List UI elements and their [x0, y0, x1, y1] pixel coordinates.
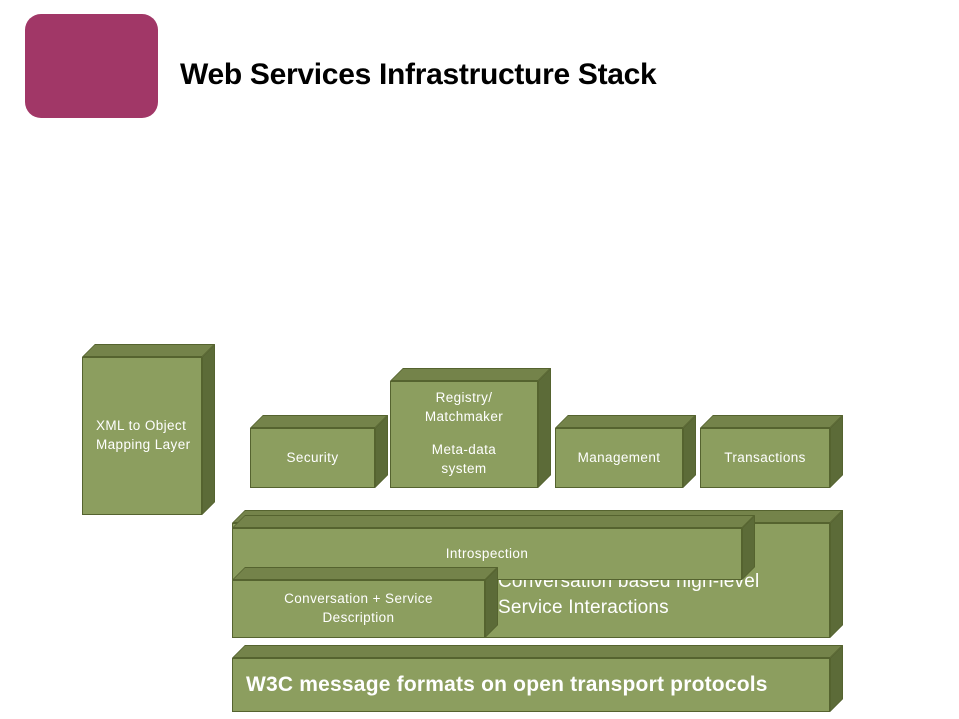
box-front-face: Management [555, 428, 683, 488]
box-front-face: XML to Object Mapping Layer [82, 357, 202, 515]
transport-label: W3C message formats on open transport pr… [246, 673, 768, 697]
box-side-face [375, 415, 388, 488]
conversation-description-label: Conversation + Service Description [284, 591, 433, 625]
box-side-face [683, 415, 696, 488]
box-management: Management [555, 415, 696, 488]
box-top-face [250, 415, 388, 428]
introspection-label: Introspection [445, 545, 529, 561]
metadata-system-label: Meta-data system [431, 442, 497, 477]
box-side-face [485, 567, 498, 638]
box-side-face [202, 344, 215, 515]
box-front-face: W3C message formats on open transport pr… [232, 658, 830, 712]
management-label: Management [577, 449, 661, 465]
box-front-face: Transactions [700, 428, 830, 488]
box-front-face: Conversation + Service Description [232, 580, 485, 638]
box-xml-mapping: XML to Object Mapping Layer [82, 344, 215, 515]
box-side-face [830, 645, 843, 712]
box-registry-matchmaker: Registry/ Matchmaker Meta-data system [390, 368, 551, 488]
transactions-label: Transactions [724, 449, 806, 465]
box-conversation-description: Conversation + Service Description [232, 567, 498, 638]
box-side-face [538, 368, 551, 488]
box-top-face [232, 645, 843, 658]
box-top-face [232, 515, 755, 528]
page-title: Web Services Infrastructure Stack [180, 58, 657, 91]
box-top-face [232, 567, 498, 580]
security-label: Security [286, 449, 339, 465]
box-transactions: Transactions [700, 415, 843, 488]
box-front-face: Security [250, 428, 375, 488]
box-side-face [830, 510, 843, 638]
box-side-face [830, 415, 843, 488]
box-transport: W3C message formats on open transport pr… [232, 645, 843, 712]
box-security: Security [250, 415, 388, 488]
xml-mapping-label: XML to Object Mapping Layer [96, 418, 191, 452]
box-top-face [390, 368, 551, 381]
box-top-face [555, 415, 696, 428]
registry-label: Registry/ Matchmaker [424, 390, 504, 424]
box-side-face [742, 515, 755, 580]
accent-shape [25, 14, 158, 118]
box-front-face: Registry/ Matchmaker Meta-data system [390, 381, 538, 488]
box-top-face [82, 344, 215, 357]
box-top-face [700, 415, 843, 428]
